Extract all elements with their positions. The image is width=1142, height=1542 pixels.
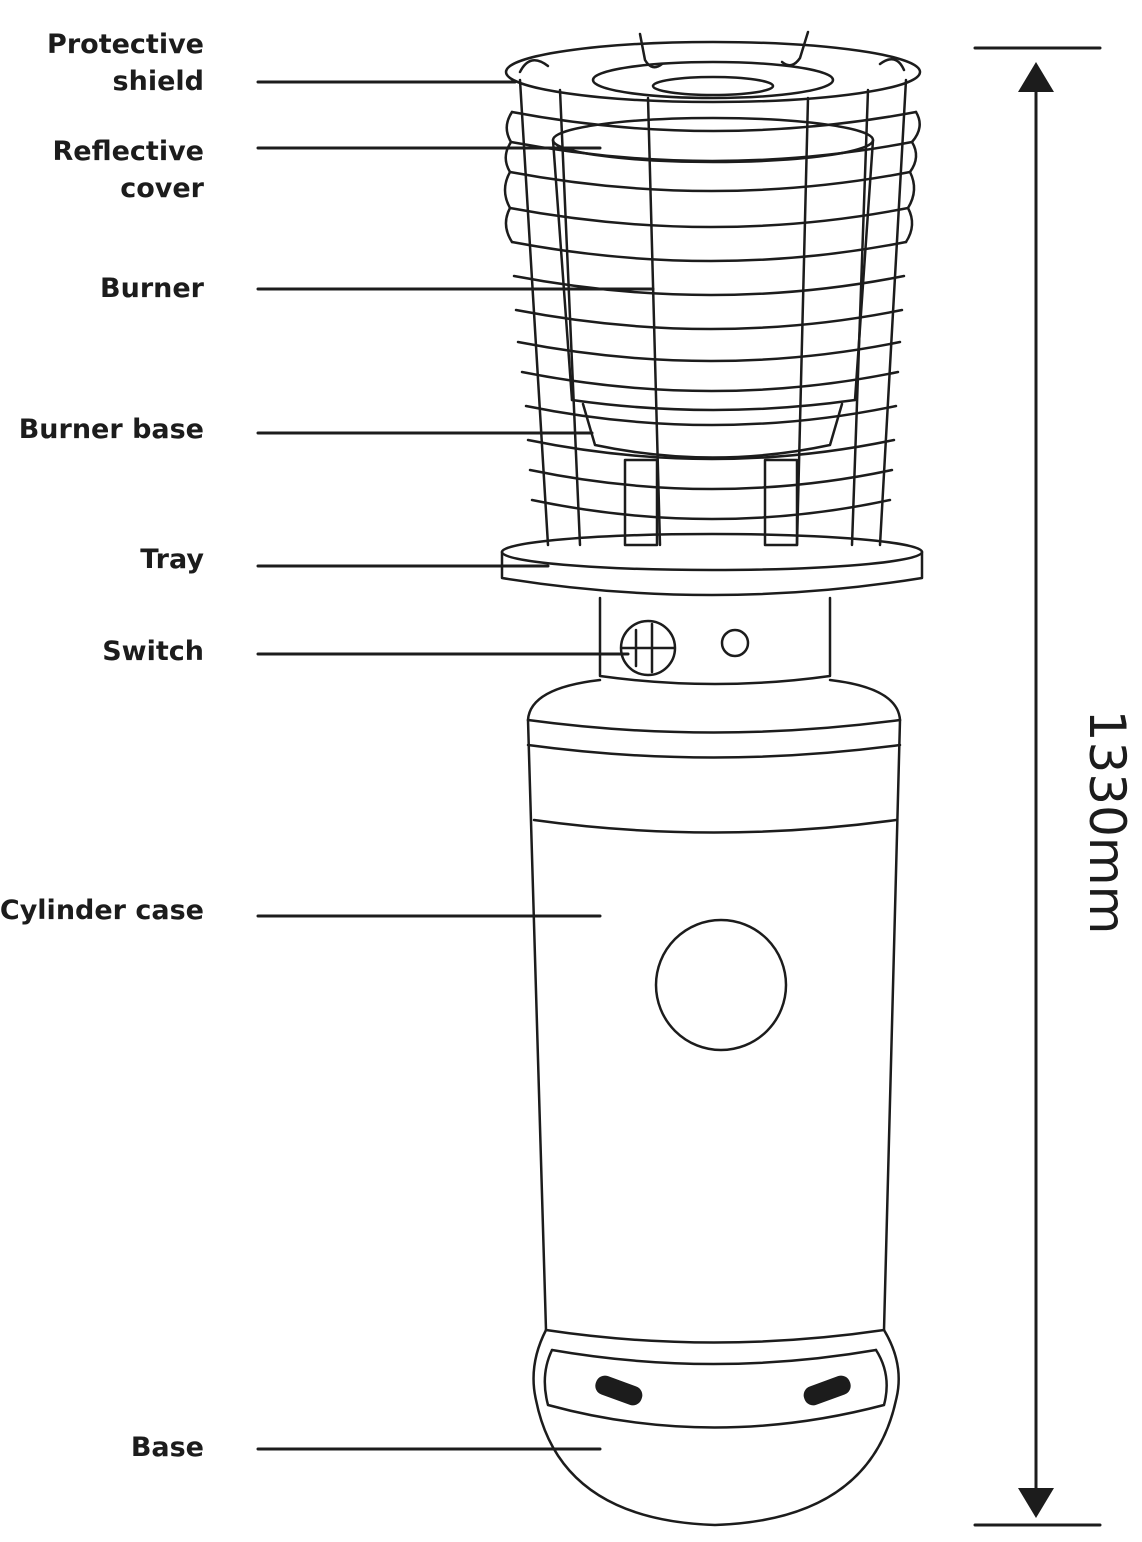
- dimension-arrow-up-icon: [1018, 62, 1054, 92]
- ignition-button: [720, 628, 750, 658]
- label-base: Base: [130, 1432, 204, 1463]
- base-vent-right: [803, 1375, 851, 1406]
- height-dimension: [973, 46, 1102, 1527]
- switch-housing: [598, 596, 832, 686]
- dimension-arrow-down-icon: [1018, 1488, 1054, 1518]
- reflective-cover: [551, 116, 875, 402]
- label-cylinder-case: Cylinder case: [0, 895, 204, 926]
- label-protective-shield: Protective shield: [47, 29, 204, 97]
- cylinder-window: [654, 918, 788, 1052]
- label-burner: Burner: [100, 273, 204, 304]
- label-tray: Tray: [140, 544, 204, 575]
- label-burner-base: Burner base: [18, 414, 204, 445]
- dimension-height-label: 1330mm: [1078, 710, 1136, 935]
- label-switch: Switch: [102, 636, 204, 667]
- burner-base: [623, 458, 799, 547]
- base-vent-left: [595, 1375, 643, 1406]
- base: [532, 1328, 900, 1527]
- cylinder-case: [526, 678, 902, 1332]
- leader-lines: [256, 80, 655, 1451]
- tray: [500, 532, 924, 597]
- burner: [570, 398, 857, 459]
- label-reflective-cover: Reflective cover: [52, 136, 204, 204]
